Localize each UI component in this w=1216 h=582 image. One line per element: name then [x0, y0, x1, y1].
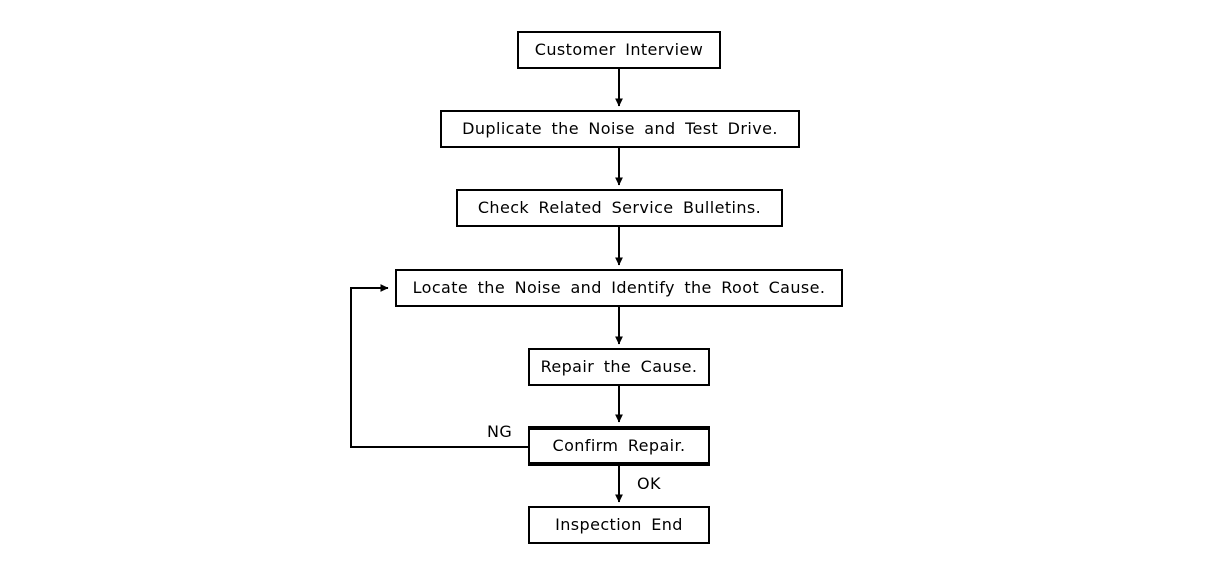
node-label-customer-interview: Customer Interview [534, 40, 704, 59]
node-label-repair-cause: Repair the Cause. [540, 357, 698, 376]
edge-label-ok: OK [637, 474, 661, 493]
node-label-inspection-end: Inspection End [555, 515, 683, 534]
node-repair-cause[interactable]: Repair the Cause. [528, 348, 710, 386]
edge-label-ng: NG [487, 422, 513, 441]
node-customer-interview[interactable]: Customer Interview [517, 31, 721, 69]
node-label-locate-noise: Locate the Noise and Identify the Root C… [412, 278, 826, 297]
node-label-duplicate-noise: Duplicate the Noise and Test Drive. [462, 119, 778, 138]
node-inspection-end[interactable]: Inspection End [528, 506, 710, 544]
node-label-confirm-repair: Confirm Repair. [552, 436, 686, 455]
node-label-check-bulletins: Check Related Service Bulletins. [477, 198, 762, 217]
node-duplicate-noise[interactable]: Duplicate the Noise and Test Drive. [440, 110, 800, 148]
node-check-bulletins[interactable]: Check Related Service Bulletins. [456, 189, 783, 227]
node-locate-noise[interactable]: Locate the Noise and Identify the Root C… [395, 269, 843, 307]
node-confirm-repair[interactable]: Confirm Repair. [528, 426, 710, 466]
